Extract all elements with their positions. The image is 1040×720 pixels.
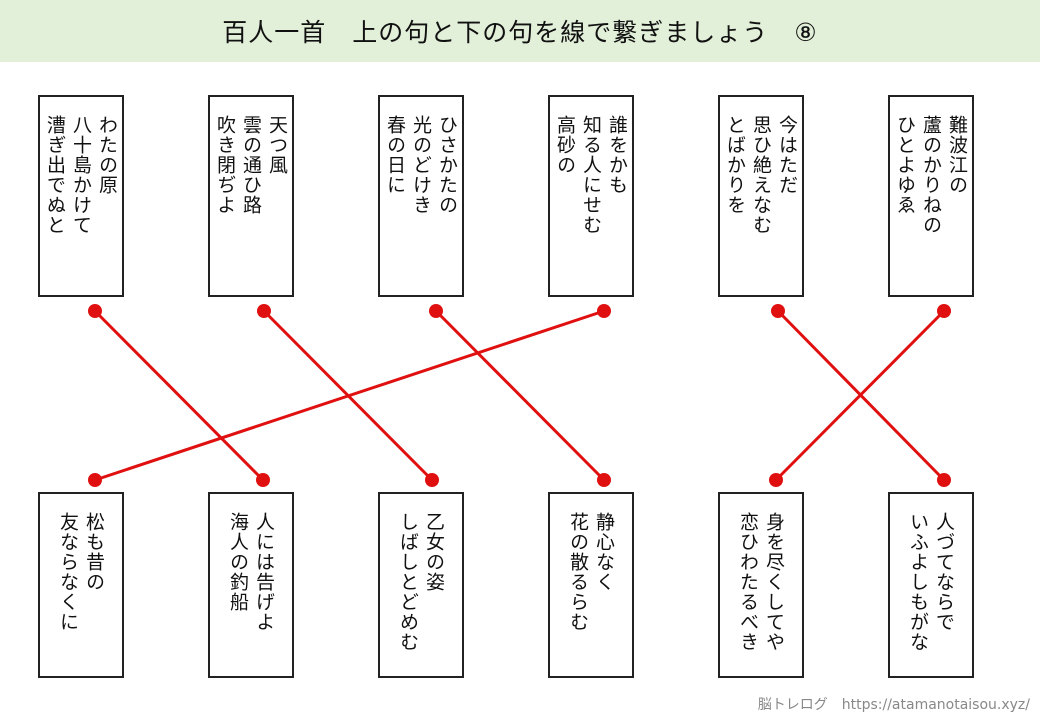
verse-line: ひとよゆゑ: [894, 115, 916, 215]
lower-connector-dot[interactable]: [88, 473, 102, 487]
verse-text: 人には告げよ海人の釣船: [225, 494, 277, 676]
verse-line: 今はただ: [776, 115, 798, 195]
lower-connector-dot[interactable]: [425, 473, 439, 487]
verse-line: 光のどけき: [410, 115, 432, 215]
verse-text: 誰をかも知る人にせむ高砂の: [552, 97, 630, 295]
upper-connector-dot[interactable]: [597, 304, 611, 318]
verse-line: 天つ風: [266, 115, 288, 175]
verse-line: 思ひ絶えなむ: [750, 115, 772, 235]
verse-text: ひさかたの光のどけき春の日に: [382, 97, 460, 295]
verse-line: しばしとどめむ: [397, 512, 419, 652]
page-title: 百人一首 上の句と下の句を線で繋ぎましょう ⑧: [222, 18, 818, 47]
verse-line: 知る人にせむ: [580, 115, 602, 235]
verse-line: 松も昔の: [83, 512, 105, 592]
lower-verse-card[interactable]: 人には告げよ海人の釣船: [208, 492, 294, 678]
verse-line: 吹き閉ぢよ: [214, 115, 236, 215]
upper-verse-card[interactable]: 誰をかも知る人にせむ高砂の: [548, 95, 634, 297]
upper-connector-dot[interactable]: [937, 304, 951, 318]
lower-verse-card[interactable]: 人づてならでいふよしもがな: [888, 492, 974, 678]
upper-connector-dot[interactable]: [429, 304, 443, 318]
verse-line: 花の散るらむ: [567, 512, 589, 632]
upper-verse-card[interactable]: ひさかたの光のどけき春の日に: [378, 95, 464, 297]
verse-line: とばかりを: [724, 115, 746, 215]
lower-connector-dot[interactable]: [769, 473, 783, 487]
verse-line: 高砂の: [554, 115, 576, 175]
footer-credit: 脳トレログ https://atamanotaisou.xyz/: [757, 697, 1030, 713]
verse-text: 静心なく花の散るらむ: [565, 494, 617, 676]
verse-text: 人づてならでいふよしもがな: [905, 494, 957, 676]
verse-line: 海人の釣船: [227, 512, 249, 612]
verse-line: ひさかたの: [436, 115, 458, 215]
lower-connector-dot[interactable]: [256, 473, 270, 487]
verse-text: 身を尽くしてや恋ひわたるべき: [735, 494, 787, 676]
verse-text: わたの原八十島かけて漕ぎ出でぬと: [42, 97, 120, 295]
verse-line: 雲の通ひ路: [240, 115, 262, 215]
verse-line: 恋ひわたるべき: [737, 512, 759, 652]
verse-line: 八十島かけて: [70, 115, 92, 235]
verse-line: 春の日に: [384, 115, 406, 195]
connection-line: [434, 309, 606, 482]
verse-line: いふよしもがな: [907, 512, 929, 652]
connection-line: [93, 309, 265, 482]
verse-line: 静心なく: [593, 512, 615, 592]
verse-line: 難波江の: [946, 115, 968, 195]
lower-connector-dot[interactable]: [597, 473, 611, 487]
connection-line: [94, 309, 605, 482]
upper-verse-card[interactable]: わたの原八十島かけて漕ぎ出でぬと: [38, 95, 124, 297]
verse-line: 乙女の姿: [423, 512, 445, 592]
verse-line: 友ならなくに: [57, 512, 79, 632]
connection-line: [774, 309, 946, 482]
verse-line: 蘆のかりねの: [920, 115, 942, 235]
upper-connector-dot[interactable]: [88, 304, 102, 318]
verse-text: 松も昔の友ならなくに: [55, 494, 107, 676]
lower-verse-card[interactable]: 身を尽くしてや恋ひわたるべき: [718, 492, 804, 678]
verse-line: 漕ぎ出でぬと: [44, 115, 66, 235]
verse-line: 身を尽くしてや: [763, 512, 785, 652]
verse-line: わたの原: [96, 115, 118, 195]
upper-connector-dot[interactable]: [257, 304, 271, 318]
title-band: 百人一首 上の句と下の句を線で繋ぎましょう ⑧: [0, 0, 1040, 62]
upper-connector-dot[interactable]: [771, 304, 785, 318]
lower-connector-dot[interactable]: [937, 473, 951, 487]
verse-text: 今はただ思ひ絶えなむとばかりを: [722, 97, 800, 295]
verse-text: 難波江の蘆のかりねのひとよゆゑ: [892, 97, 970, 295]
lower-verse-card[interactable]: 静心なく花の散るらむ: [548, 492, 634, 678]
upper-verse-card[interactable]: 難波江の蘆のかりねのひとよゆゑ: [888, 95, 974, 297]
lower-verse-card[interactable]: 松も昔の友ならなくに: [38, 492, 124, 678]
verse-text: 天つ風雲の通ひ路吹き閉ぢよ: [212, 97, 290, 295]
upper-verse-card[interactable]: 今はただ思ひ絶えなむとばかりを: [718, 95, 804, 297]
verse-text: 乙女の姿しばしとどめむ: [395, 494, 447, 676]
lower-verse-card[interactable]: 乙女の姿しばしとどめむ: [378, 492, 464, 678]
upper-verse-card[interactable]: 天つ風雲の通ひ路吹き閉ぢよ: [208, 95, 294, 297]
verse-line: 誰をかも: [606, 115, 628, 195]
verse-line: 人づてならで: [933, 512, 955, 632]
verse-line: 人には告げよ: [253, 512, 275, 632]
